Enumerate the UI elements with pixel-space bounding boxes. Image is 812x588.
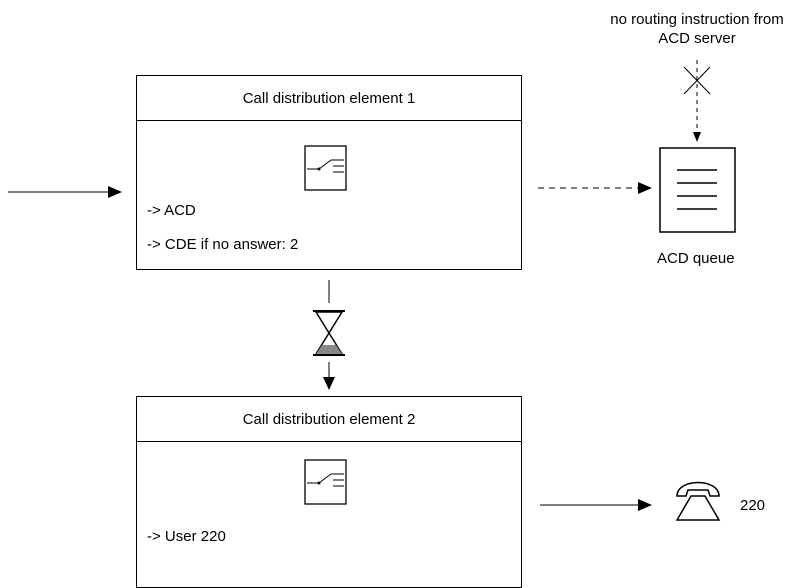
cde-box-1[interactable]: Call distribution element 1 -> ACD -> CD… — [136, 75, 522, 270]
switch-icon — [304, 459, 347, 505]
cde-1-title: Call distribution element 1 — [137, 76, 521, 121]
document-queue-icon — [659, 147, 736, 233]
acd-queue-label: ACD queue — [657, 250, 735, 267]
incoming-call-arrow — [8, 186, 122, 198]
hourglass-icon — [313, 310, 345, 356]
to-cde-2-arrow — [323, 362, 335, 390]
cross-mark-icon — [683, 66, 711, 95]
acd-server-dashed-arrow — [693, 60, 701, 142]
cde-1-line-no-answer: -> CDE if no answer: 2 — [147, 236, 299, 253]
switch-icon — [304, 145, 347, 191]
acd-server-note-line-2: ACD server — [658, 30, 736, 47]
cde-2-line-user: -> User 220 — [147, 528, 226, 545]
cde-1-line-acd: -> ACD — [147, 202, 196, 219]
to-phone-arrow — [540, 499, 652, 511]
to-acd-queue-dashed-arrow — [538, 182, 652, 194]
telephone-icon — [675, 481, 721, 521]
phone-extension-label: 220 — [740, 497, 766, 514]
acd-server-note-line-1: no routing instruction from — [610, 11, 784, 28]
acd-server-note: no routing instruction from ACD server — [582, 10, 812, 48]
cde-2-title: Call distribution element 2 — [137, 397, 521, 442]
